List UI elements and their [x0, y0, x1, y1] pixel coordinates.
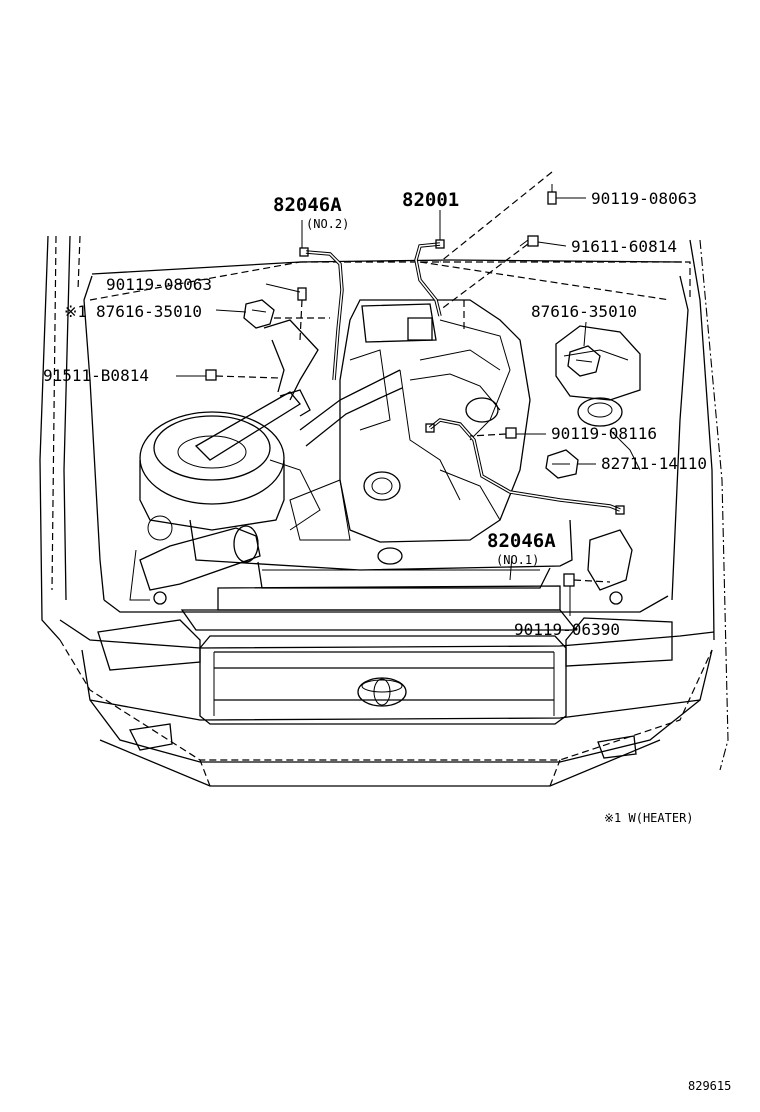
label-90119-08063-left: 90119-08063: [106, 275, 212, 294]
clamp-icon: [567, 345, 601, 377]
engine-block: [189, 299, 573, 611]
heater-note: ※1 W(HEATER): [604, 811, 694, 825]
right-components: [153, 325, 641, 605]
label-82046A-no2-sub: (NO.2): [306, 217, 349, 231]
bolt-icon: [297, 287, 307, 301]
label-90119-08063-top: 90119-08063: [591, 189, 697, 208]
label-87616-35010-right: 87616-35010: [531, 302, 637, 321]
front-grille: [180, 609, 578, 725]
air-cleaner: [129, 319, 319, 601]
leader-lines: [176, 171, 611, 616]
bolt-icon: [205, 369, 217, 381]
label-82001: 82001: [402, 189, 459, 211]
label-90119-08116: 90119-08116: [551, 424, 657, 443]
bolt-icon: [547, 184, 557, 205]
label-heater-mark: ※1: [64, 302, 87, 321]
toyota-emblem-icon: [357, 677, 407, 707]
label-82046A-no2: 82046A: [273, 194, 342, 216]
part-labels: 82046A (NO.2) 82001 90119-08063 91611-60…: [43, 189, 707, 639]
wire-harness: [299, 239, 625, 515]
label-91611-60814: 91611-60814: [571, 237, 677, 256]
clamp-icon: [243, 299, 275, 329]
label-87616-35010-left: 87616-35010: [96, 302, 202, 321]
bolt-icon: [563, 573, 575, 587]
vehicle-body: [39, 235, 729, 787]
label-82046A-no1: 82046A: [487, 530, 556, 552]
label-90119-06390: 90119-06390: [514, 620, 620, 639]
bolt-icon: [505, 427, 517, 439]
clamp-icon: [545, 449, 579, 479]
bolt-icon: [519, 235, 539, 247]
figure-id: 829615: [688, 1079, 731, 1093]
label-82711-14110: 82711-14110: [601, 454, 707, 473]
label-82046A-no1-sub: (NO.1): [496, 553, 539, 567]
label-91511-B0814: 91511-B0814: [43, 366, 149, 385]
